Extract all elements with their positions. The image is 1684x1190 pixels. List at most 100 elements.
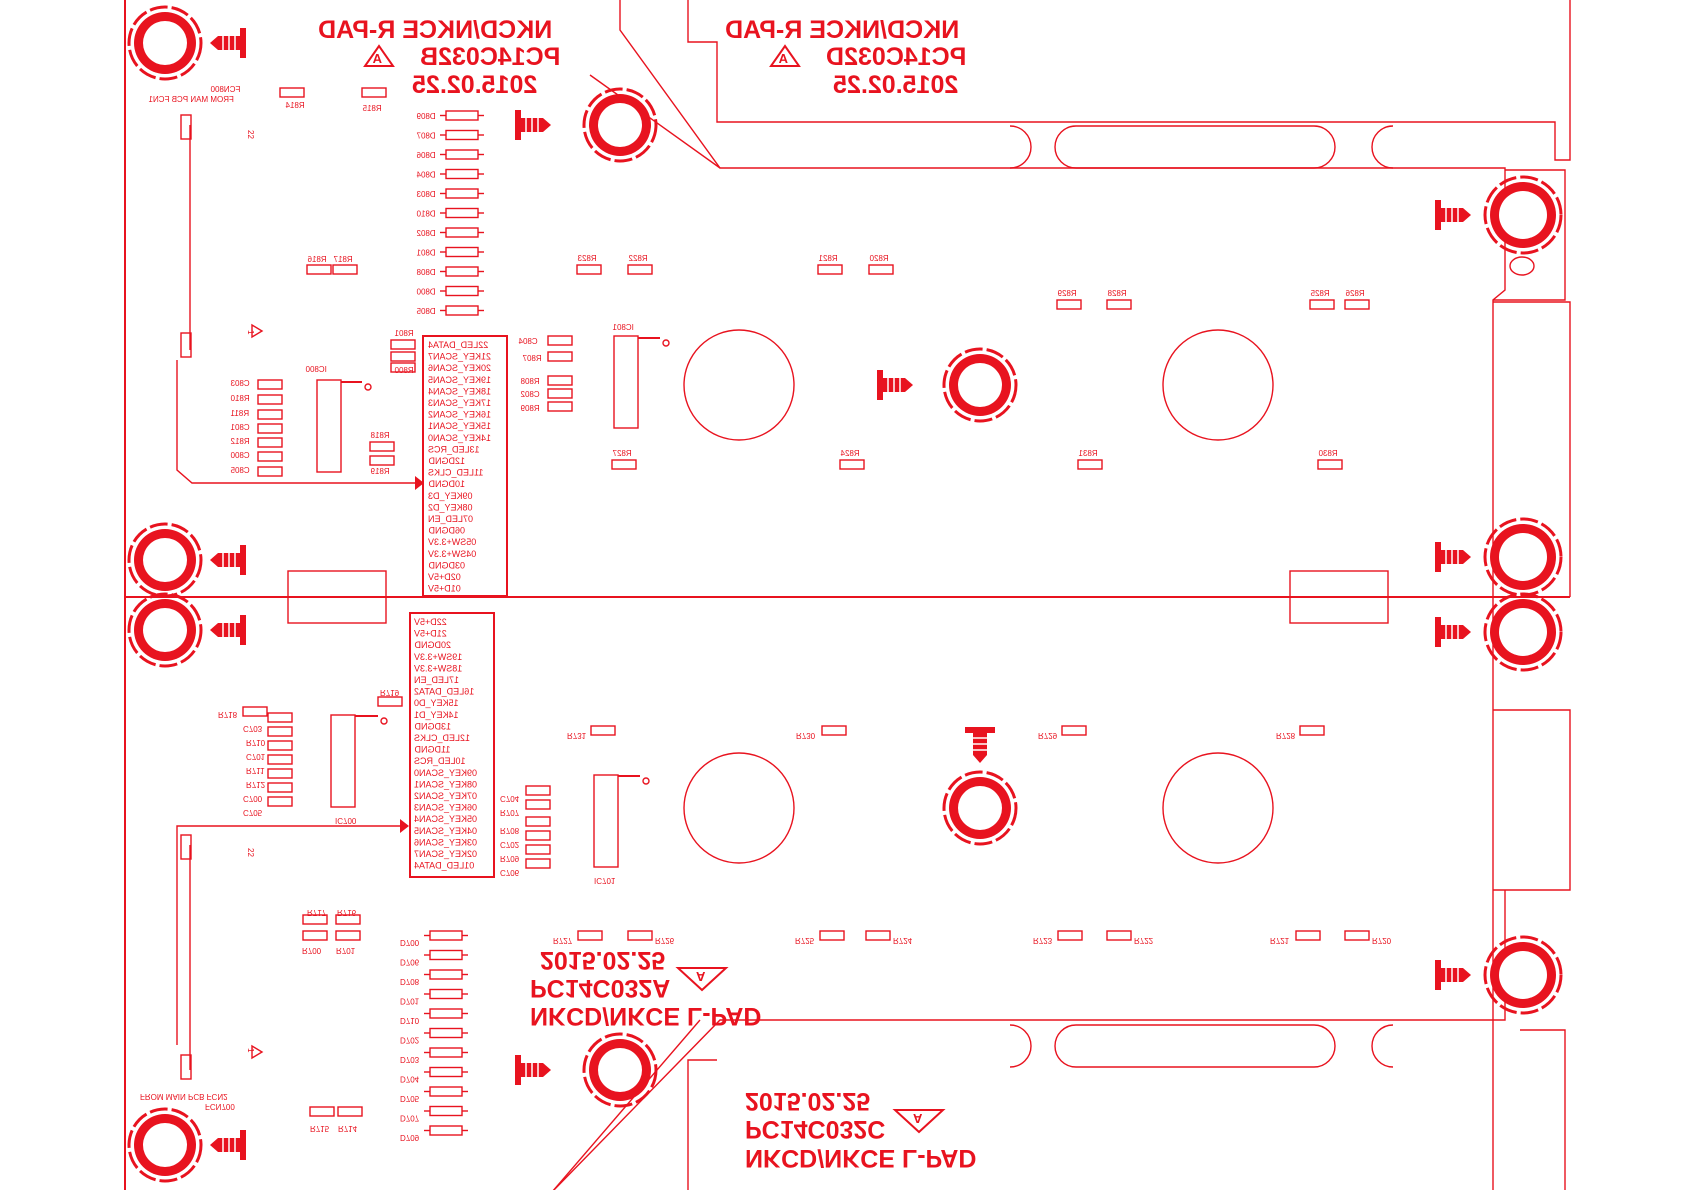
board-date: 2015.02.25 bbox=[412, 71, 537, 99]
pad-label: R809 bbox=[520, 404, 540, 413]
mounting-hole-icon bbox=[1483, 592, 1563, 672]
diode: D710 bbox=[400, 1008, 468, 1025]
smd-pad: R719 bbox=[377, 688, 403, 707]
title-block-l-pad-a: 2015.02.25 PC14C032A A NKCD/NKCE L-PAD bbox=[530, 946, 761, 1030]
pin-label: 17KEY_SCAN3 bbox=[428, 398, 491, 408]
mounting-hole-icon bbox=[582, 1032, 658, 1108]
pin-label: 05SW+3.3V bbox=[428, 537, 476, 547]
pin-label: 16KEY_SCAN2 bbox=[428, 410, 491, 420]
revision-letter: A bbox=[913, 1111, 923, 1126]
smd-pad: R707 bbox=[500, 799, 551, 817]
smd-pad: R708 bbox=[500, 816, 551, 835]
screw-icon bbox=[877, 370, 913, 400]
pin-mark: 1 bbox=[246, 330, 255, 335]
smd-pad: R811 bbox=[230, 409, 283, 420]
part-number: PC14C032B bbox=[420, 43, 560, 71]
pin-label: 01LED_DATA4 bbox=[414, 861, 474, 871]
pin-label: 10DGND bbox=[428, 479, 465, 489]
diode: D703 bbox=[400, 1047, 468, 1064]
pad-label: R801 bbox=[394, 329, 414, 338]
smd-pad: R817 bbox=[332, 255, 358, 275]
pad-label: R818 bbox=[370, 431, 390, 440]
revision-triangle-icon bbox=[769, 44, 801, 67]
screw-icon bbox=[210, 615, 246, 645]
pad-label: R830 bbox=[1318, 449, 1338, 458]
pad-label: C803 bbox=[230, 379, 250, 388]
board-name: NKCD/NKCE R-PAD bbox=[725, 16, 959, 44]
diode-label: D706 bbox=[400, 958, 420, 967]
pin-label: 19KEY_SCAN5 bbox=[428, 375, 491, 385]
revision-letter: A bbox=[696, 969, 706, 984]
mounting-holes bbox=[127, 5, 1563, 1183]
mounting-hole-icon bbox=[1483, 175, 1563, 255]
pad-label: R731 bbox=[567, 731, 587, 740]
pin-label: 13LED_RCS bbox=[428, 444, 480, 454]
diode-array-bottom: D700D706D708D701D710D702D703D704D705D707… bbox=[400, 930, 468, 1142]
diode-label: D810 bbox=[416, 210, 436, 219]
pad-label: R828 bbox=[1107, 289, 1127, 298]
diode: D808 bbox=[416, 266, 484, 277]
smd-pad: R821 bbox=[817, 254, 843, 275]
screw-icon bbox=[965, 727, 995, 763]
title-block-r-pad-d: NKCD/NKCE R-PAD PC14C032D A 2015.02.25 bbox=[725, 16, 966, 99]
pin-mark: 22 bbox=[246, 848, 255, 857]
pin-label: 03DGND bbox=[428, 560, 465, 570]
pin-label: 17LED_EN bbox=[414, 675, 459, 685]
smd-pad: R717 bbox=[302, 908, 328, 925]
pad-label: R701 bbox=[336, 946, 356, 955]
smd-pad: R816 bbox=[306, 255, 332, 275]
pin-label: 20KEY_SCAN6 bbox=[428, 363, 491, 373]
smd-pad: R831 bbox=[1077, 449, 1103, 470]
smd-pad: C701 bbox=[246, 740, 293, 761]
smd-pad: R722 bbox=[1106, 930, 1154, 945]
diode: D804 bbox=[416, 168, 484, 180]
diode: D803 bbox=[416, 188, 484, 199]
pad-label: R714 bbox=[338, 1124, 358, 1133]
smd-pad: R822 bbox=[627, 254, 653, 275]
pad-label: R717 bbox=[307, 908, 327, 917]
smd-pad: R814 bbox=[279, 87, 305, 110]
diode: D705 bbox=[400, 1086, 468, 1103]
title-block-l-pad-c: 2015.02.25 PC14C032C A NKCD/NKCE L-PAD bbox=[745, 1087, 976, 1172]
ic-label: IC700 bbox=[335, 816, 357, 825]
smd-pad: C801 bbox=[230, 423, 283, 434]
diode: D810 bbox=[416, 207, 484, 219]
pin-label: 14KEY_D1 bbox=[414, 710, 459, 720]
smd-pad: R823 bbox=[576, 254, 602, 275]
pin-label: 11LED_CLKS bbox=[428, 468, 483, 478]
pad-label: C804 bbox=[518, 337, 538, 346]
pad-label: R817 bbox=[333, 255, 353, 264]
smd-pad: R727 bbox=[553, 930, 603, 945]
pin-label: 08KEY_D2 bbox=[428, 502, 473, 512]
diode-label: D801 bbox=[416, 249, 436, 258]
connector-ref: FCN800 bbox=[210, 85, 240, 94]
screw-icon bbox=[210, 1130, 246, 1160]
smd-pad: C800 bbox=[230, 451, 283, 462]
smd-pad: C702 bbox=[500, 830, 551, 849]
mounting-hole-icon bbox=[942, 347, 1018, 423]
diode: D807 bbox=[416, 129, 484, 141]
pad-label: R723 bbox=[1033, 936, 1053, 945]
pin-list-top bbox=[422, 335, 508, 597]
pad-label: R712 bbox=[246, 780, 266, 789]
diode-label: D705 bbox=[400, 1094, 420, 1103]
pad-label: R716 bbox=[337, 908, 357, 917]
diode-label: D805 bbox=[416, 307, 436, 316]
part-number: PC14C032D bbox=[826, 43, 966, 71]
pad-label: R821 bbox=[818, 254, 838, 263]
pad-label: R721 bbox=[1270, 936, 1290, 945]
fcn700-connector: FROM MAIN PCB FCN2 FCN700 22 1 bbox=[140, 819, 409, 1111]
pin-list-bottom bbox=[409, 612, 495, 878]
pad-label: C805 bbox=[230, 466, 250, 475]
smd-pad: C802 bbox=[520, 388, 573, 399]
board-name: NKCD/NKCE L-PAD bbox=[745, 1144, 976, 1172]
diode: D704 bbox=[400, 1066, 468, 1084]
board-name: NKCD/NKCE R-PAD bbox=[318, 16, 552, 44]
pad-label: R814 bbox=[285, 101, 305, 110]
bridge-left bbox=[287, 570, 387, 624]
pin-label: 15KEY_D0 bbox=[414, 698, 459, 708]
screw-icon bbox=[1435, 200, 1471, 230]
screw-icon bbox=[1435, 960, 1471, 990]
connector-note: FROM MAN PCB FCN1 bbox=[148, 95, 234, 104]
